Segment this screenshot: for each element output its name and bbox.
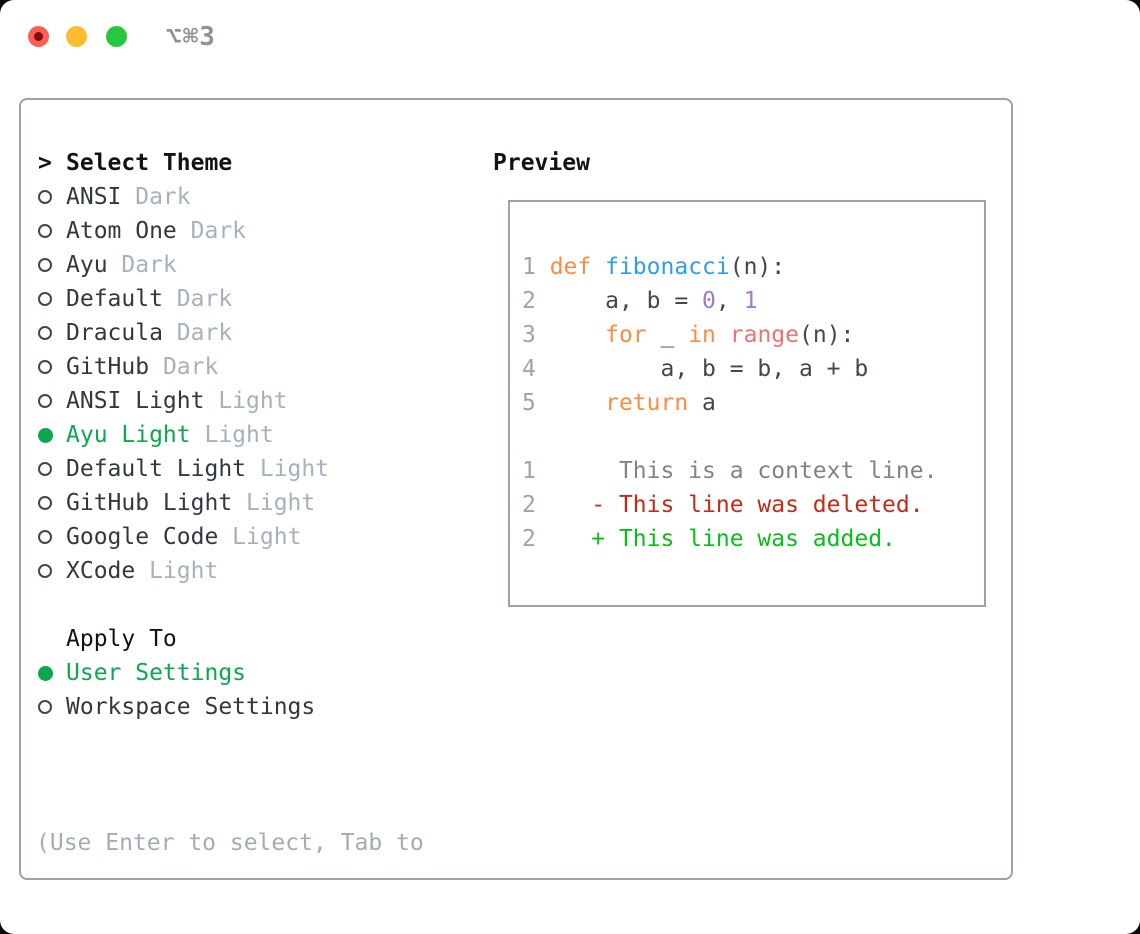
radio-selected-icon — [38, 665, 66, 681]
radio-selected-icon — [38, 427, 66, 443]
radio-icon — [38, 564, 66, 578]
theme-item-label: ANSI Light — [66, 388, 205, 414]
theme-item-label: Ayu Light — [66, 422, 191, 448]
apply-option-user-settings[interactable]: User Settings — [38, 656, 424, 690]
theme-variant-label: Light — [204, 388, 288, 414]
radio-icon — [38, 496, 66, 510]
code-line: 1 def fibonacci(n): — [522, 254, 786, 280]
help-line-2: change focus) — [36, 928, 424, 934]
preview-box: 1 def fibonacci(n): 2 a, b = 0, 1 3 for _ … — [508, 200, 986, 607]
radio-icon — [38, 326, 66, 340]
radio-icon — [38, 462, 66, 476]
theme-item-github[interactable]: GitHub Dark — [38, 350, 424, 384]
theme-item-label: XCode — [66, 558, 136, 584]
code-line: 3 for _ in range(n): — [522, 322, 855, 348]
theme-item-default-light[interactable]: Default Light Light — [38, 452, 424, 486]
help-text: (Use Enter to select, Tab to change focu… — [36, 758, 424, 934]
theme-variant-label: Light — [135, 558, 219, 584]
theme-item-label: Default — [66, 286, 163, 312]
preview-code: 1 def fibonacci(n): 2 a, b = 0, 1 3 for _ … — [510, 202, 984, 556]
radio-icon — [38, 360, 66, 374]
theme-item-ansi[interactable]: ANSI Dark — [38, 180, 424, 214]
theme-variant-label: Dark — [107, 252, 177, 278]
radio-icon — [38, 292, 66, 306]
theme-item-xcode[interactable]: XCode Light — [38, 554, 424, 588]
help-line-1: (Use Enter to select, Tab to — [36, 830, 424, 856]
titlebar: ⌥⌘3 — [0, 0, 1140, 70]
zoom-button[interactable] — [106, 26, 127, 47]
code-line: 2 - This line was deleted. — [522, 492, 924, 518]
minimize-button[interactable] — [66, 26, 87, 47]
code-line: 5 return a — [522, 390, 716, 416]
theme-variant-label: Light — [232, 490, 316, 516]
radio-icon — [38, 190, 66, 204]
apply-option-label: Workspace Settings — [66, 694, 316, 720]
apply-to-header: Apply To — [38, 622, 424, 656]
theme-item-ayu-light[interactable]: Ayu Light Light — [38, 418, 424, 452]
code-line: 2 a, b = 0, 1 — [522, 288, 758, 314]
spacer — [38, 588, 424, 622]
apply-to-title: Apply To — [66, 626, 177, 652]
apply-option-label: User Settings — [66, 660, 247, 686]
cursor-arrow-icon: > — [38, 150, 52, 176]
select-theme-header: > Select Theme — [38, 146, 424, 180]
select-theme-title: Select Theme — [66, 150, 233, 176]
theme-item-ayu[interactable]: Ayu Dark — [38, 248, 424, 282]
theme-item-label: GitHub Light — [66, 490, 233, 516]
theme-item-label: Dracula — [66, 320, 163, 346]
theme-item-default[interactable]: Default Dark — [38, 282, 424, 316]
theme-item-github-light[interactable]: GitHub Light Light — [38, 486, 424, 520]
window-hotkey-label: ⌥⌘3 — [166, 22, 216, 52]
theme-variant-label: Light — [218, 524, 302, 550]
theme-item-label: Ayu — [66, 252, 108, 278]
code-line: 2 + This line was added. — [522, 526, 896, 552]
spacer — [38, 724, 424, 758]
theme-variant-label: Light — [246, 456, 330, 482]
theme-variant-label: Dark — [162, 320, 233, 346]
radio-icon — [38, 530, 66, 544]
radio-icon — [38, 224, 66, 238]
theme-item-label: ANSI — [66, 184, 122, 210]
preview-title: Preview — [493, 150, 590, 176]
radio-icon — [38, 394, 66, 408]
theme-item-ansi-light[interactable]: ANSI Light Light — [38, 384, 424, 418]
theme-variant-label: Dark — [121, 184, 191, 210]
unsaved-dot-icon — [34, 32, 43, 41]
code-line: 4 a, b = b, a + b — [522, 356, 869, 382]
theme-item-label: Atom One — [66, 218, 177, 244]
theme-item-dracula[interactable]: Dracula Dark — [38, 316, 424, 350]
theme-item-google-code[interactable]: Google Code Light — [38, 520, 424, 554]
close-button[interactable] — [28, 26, 49, 47]
theme-item-atom-one[interactable]: Atom One Dark — [38, 214, 424, 248]
theme-item-label: Google Code — [66, 524, 219, 550]
theme-variant-label: Light — [190, 422, 274, 448]
theme-item-label: GitHub — [66, 354, 150, 380]
code-line: 1 This is a context line. — [522, 458, 938, 484]
radio-icon — [38, 258, 66, 272]
theme-variant-label: Dark — [149, 354, 219, 380]
theme-variant-label: Dark — [176, 218, 247, 244]
theme-item-label: Default Light — [66, 456, 247, 482]
apply-option-workspace-settings[interactable]: Workspace Settings — [38, 690, 424, 724]
code-line — [522, 420, 984, 454]
radio-icon — [38, 700, 66, 714]
theme-variant-label: Dark — [162, 286, 233, 312]
